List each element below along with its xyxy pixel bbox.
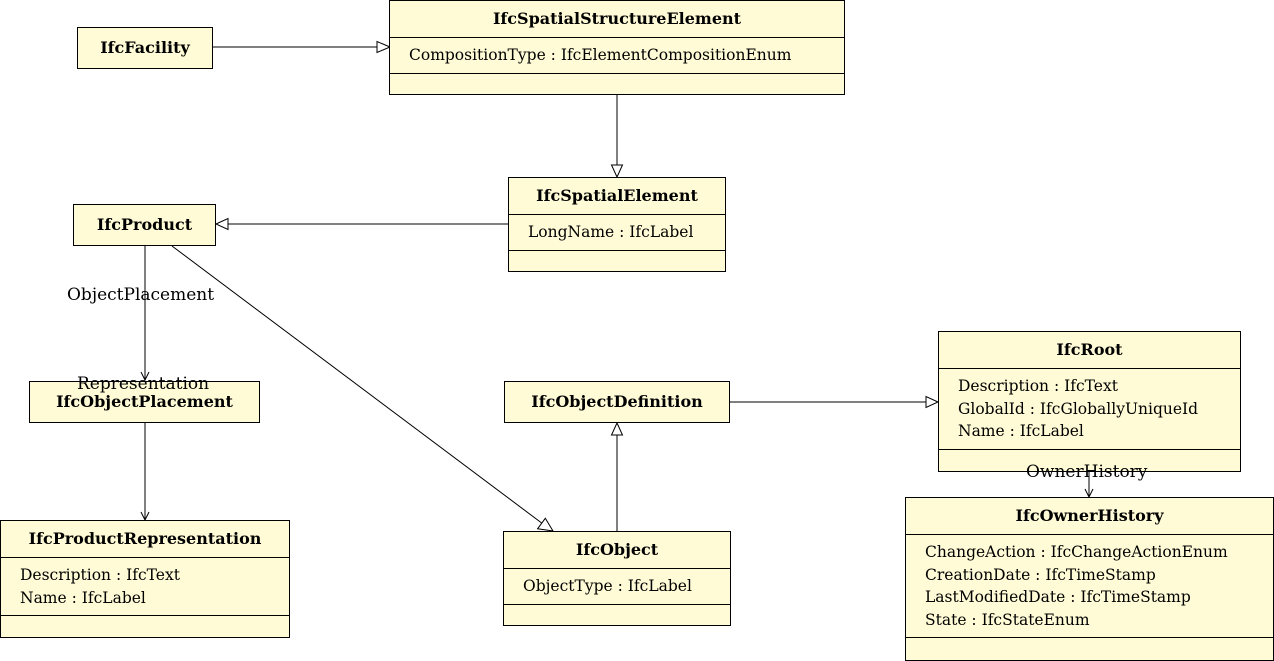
class-operations	[906, 637, 1273, 655]
association-arrowhead	[1084, 488, 1094, 499]
class-ifc-object: IfcObject ObjectType : IfcLabel	[503, 531, 731, 626]
inheritance-arrowhead	[610, 164, 624, 179]
inheritance-arrowhead	[610, 421, 624, 436]
attribute: ChangeAction : IfcChangeActionEnum	[925, 543, 1228, 561]
class-name: IfcSpatialStructureElement	[492, 9, 742, 28]
inheritance-arrowhead	[536, 517, 554, 532]
class-ifc-product-representation: IfcProductRepresentation Description : I…	[0, 520, 290, 638]
attribute: ObjectType : IfcLabel	[523, 577, 692, 595]
attribute: LongName : IfcLabel	[528, 223, 694, 241]
class-ifc-object-definition: IfcObjectDefinition	[504, 381, 730, 423]
class-name: IfcObjectPlacement	[56, 392, 233, 411]
attribute: CompositionType : IfcElementCompositionE…	[409, 46, 792, 64]
attribute: Description : IfcText	[958, 377, 1118, 395]
class-ifc-product: IfcProduct	[73, 204, 216, 246]
class-name: IfcObjectDefinition	[531, 392, 703, 411]
label-object-placement: ObjectPlacement	[67, 285, 215, 305]
class-attributes: CompositionType : IfcElementCompositionE…	[390, 37, 844, 73]
class-ifc-owner-history: IfcOwnerHistory ChangeAction : IfcChange…	[905, 497, 1274, 661]
class-name: IfcRoot	[1056, 340, 1123, 359]
class-operations	[390, 72, 844, 91]
inheritance-arrowhead	[214, 217, 229, 231]
class-operations	[509, 249, 725, 268]
label-owner-history: OwnerHistory	[1026, 462, 1148, 482]
attribute: Name : IfcLabel	[958, 422, 1084, 440]
inheritance-arrowhead	[925, 395, 940, 409]
class-attributes: LongName : IfcLabel	[509, 214, 725, 250]
class-attributes: Description : IfcText Name : IfcLabel	[1, 557, 289, 615]
attribute: GlobalId : IfcGloballyUniqueId	[958, 399, 1199, 418]
class-name: IfcProductRepresentation	[28, 529, 262, 548]
class-operations	[939, 448, 1240, 467]
attribute: State : IfcStateEnum	[925, 610, 1090, 629]
class-attributes: ChangeAction : IfcChangeActionEnum Creat…	[906, 534, 1273, 637]
class-operations	[1, 615, 289, 633]
association-arrowhead	[140, 511, 150, 522]
class-attributes: Description : IfcText GlobalId : IfcGlob…	[939, 368, 1240, 449]
class-ifc-spatial-element: IfcSpatialElement LongName : IfcLabel	[508, 177, 726, 272]
class-operations	[504, 603, 730, 622]
attribute: CreationDate : IfcTimeStamp	[925, 565, 1156, 584]
attribute: Description : IfcText	[20, 566, 180, 584]
class-name: IfcProduct	[96, 215, 193, 234]
class-ifc-root: IfcRoot Description : IfcText GlobalId :…	[938, 331, 1241, 472]
class-name: IfcObject	[575, 540, 659, 559]
attribute: Name : IfcLabel	[20, 588, 146, 607]
class-name: IfcOwnerHistory	[1015, 506, 1164, 525]
class-name: IfcSpatialElement	[536, 186, 698, 205]
class-ifc-facility: IfcFacility	[77, 27, 213, 69]
attribute: LastModifiedDate : IfcTimeStamp	[925, 588, 1191, 606]
class-ifc-spatial-structure-element: IfcSpatialStructureElement CompositionTy…	[389, 0, 845, 95]
label-representation: Representation	[77, 374, 210, 394]
class-name: IfcFacility	[100, 38, 190, 57]
class-attributes: ObjectType : IfcLabel	[504, 568, 730, 604]
class-ifc-object-placement: IfcObjectPlacement	[29, 381, 260, 423]
